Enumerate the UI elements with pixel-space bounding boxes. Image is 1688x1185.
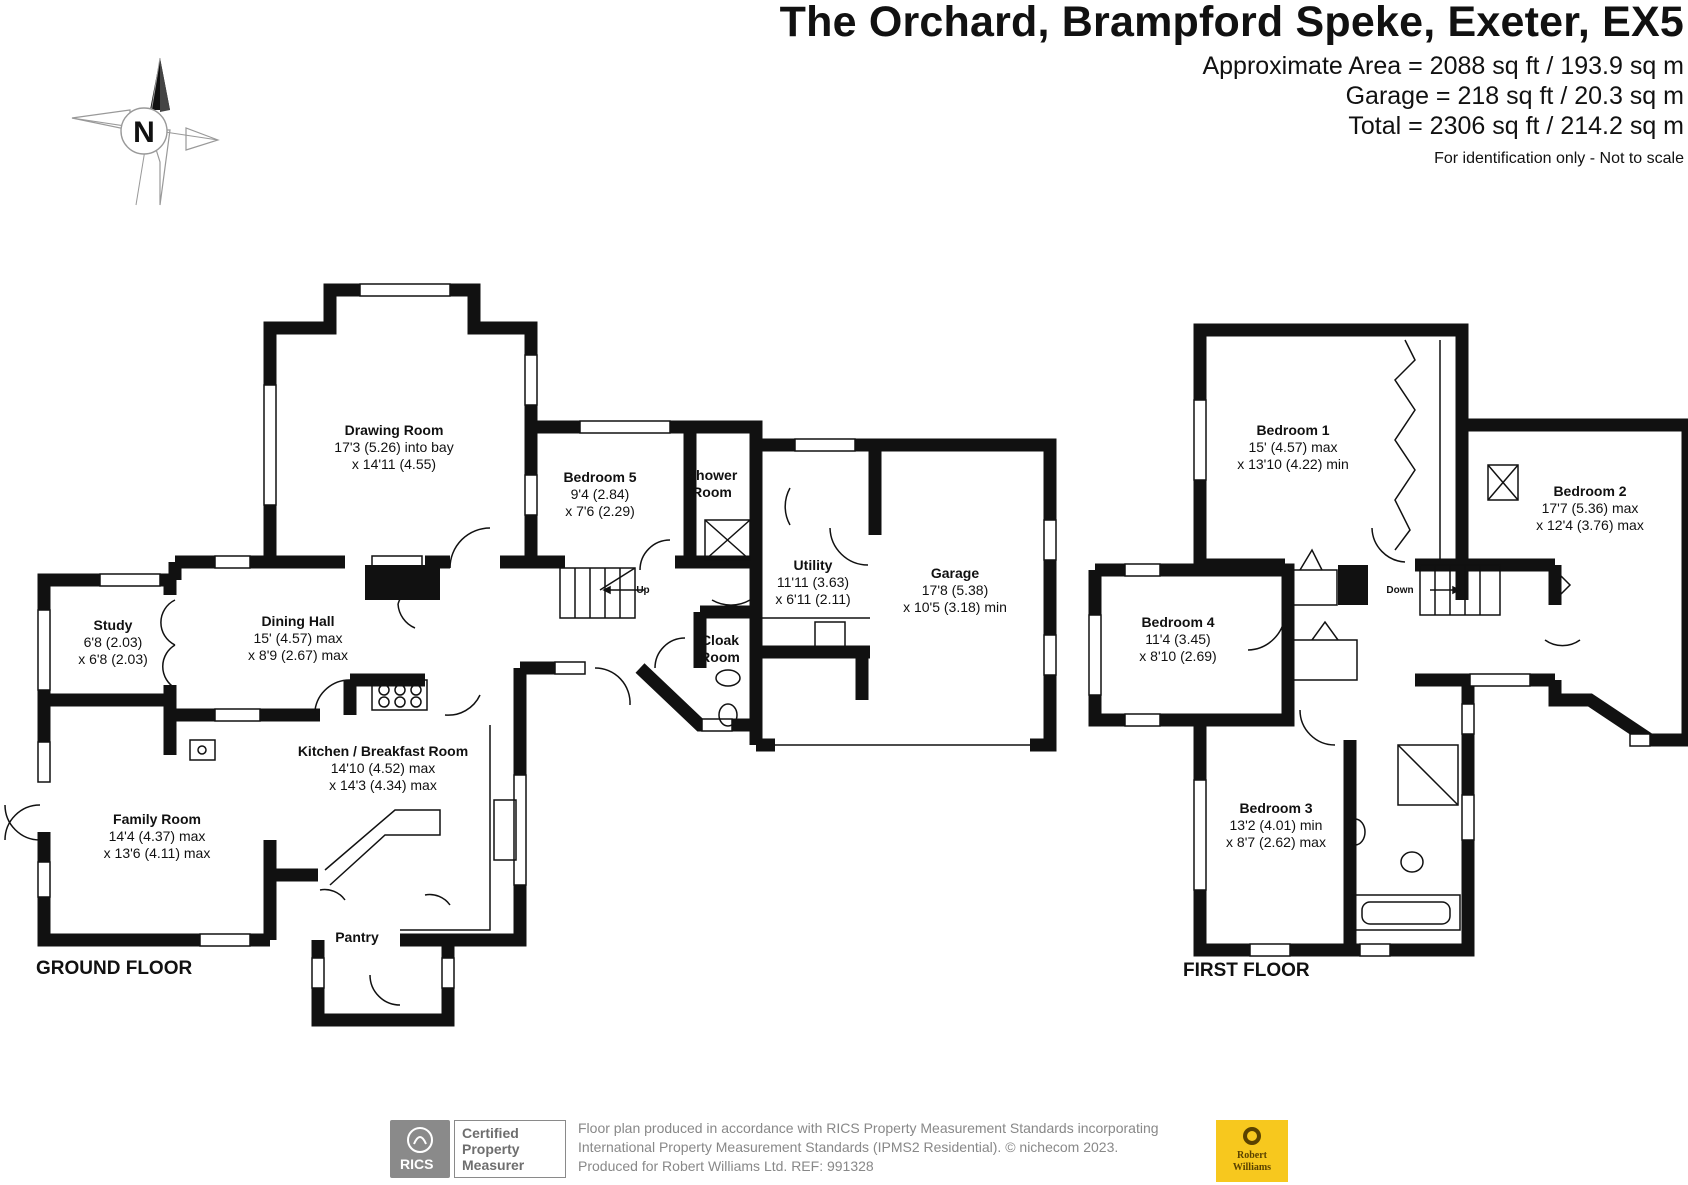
bedroom2-name: Bedroom 2 bbox=[1553, 483, 1626, 499]
footer-line-2: International Property Measurement Stand… bbox=[578, 1139, 1119, 1155]
agent-emblem-icon bbox=[1243, 1127, 1261, 1145]
garage-dim1: 17'8 (5.38) bbox=[922, 582, 989, 598]
bedroom2-dim2: x 12'4 (3.76) max bbox=[1536, 517, 1644, 533]
agent-logo-line2: Williams bbox=[1232, 1162, 1272, 1173]
first-floor-walls bbox=[1088, 323, 1688, 957]
total-area: Total = 2306 sq ft / 214.2 sq m bbox=[1348, 112, 1684, 140]
ground-floor-label: GROUND FLOOR bbox=[36, 958, 193, 979]
cloak-room-name1: Cloak bbox=[701, 632, 739, 648]
scale-disclaimer: For identification only - Not to scale bbox=[1434, 150, 1684, 167]
utility-name: Utility bbox=[794, 557, 833, 573]
bedroom4-name: Bedroom 4 bbox=[1141, 614, 1214, 630]
study-dim1: 6'8 (2.03) bbox=[84, 634, 143, 650]
shower-room-name2: Room bbox=[692, 484, 732, 500]
rics-logo: RICS bbox=[390, 1120, 450, 1178]
bedroom4-dim1: 11'4 (3.45) bbox=[1145, 631, 1210, 647]
page-title: The Orchard, Brampford Speke, Exeter, EX… bbox=[779, 0, 1684, 46]
family-room-name: Family Room bbox=[113, 811, 201, 827]
approximate-area: Approximate Area = 2088 sq ft / 193.9 sq… bbox=[1202, 52, 1684, 80]
dining-hall-dim1: 15' (4.57) max bbox=[253, 630, 342, 646]
dining-hall-dim2: x 8'9 (2.67) max bbox=[248, 647, 348, 663]
drawing-room-name: Drawing Room bbox=[345, 422, 444, 438]
certified-line1: Certified bbox=[462, 1125, 519, 1141]
bedroom4-dim2: x 8'10 (2.69) bbox=[1139, 648, 1216, 664]
drawing-room-dim1: 17'3 (5.26) into bay bbox=[334, 439, 453, 455]
compass-icon: N bbox=[71, 57, 220, 206]
certified-line3: Measurer bbox=[462, 1157, 525, 1173]
rics-logo-text: RICS bbox=[400, 1156, 434, 1172]
kitchen-dim1: 14'10 (4.52) max bbox=[331, 760, 436, 776]
ground-floor-details bbox=[4, 283, 1057, 1006]
shower-room-name1: Shower bbox=[687, 467, 738, 483]
rics-certified-badge: RICS Certified Property Measurer bbox=[390, 1120, 566, 1178]
rics-lion-icon bbox=[407, 1127, 433, 1153]
utility-dim1: 11'11 (3.63) bbox=[777, 574, 849, 590]
bedroom3-dim2: x 8'7 (2.62) max bbox=[1226, 834, 1326, 850]
study-dim2: x 6'8 (2.03) bbox=[78, 651, 148, 667]
footer-line-3: Produced for Robert Williams Ltd. REF: 9… bbox=[578, 1158, 874, 1174]
bedroom1-name: Bedroom 1 bbox=[1256, 422, 1329, 438]
kitchen-name: Kitchen / Breakfast Room bbox=[298, 743, 468, 759]
study-name: Study bbox=[94, 617, 133, 633]
bedroom3-dim1: 13'2 (4.01) min bbox=[1230, 817, 1323, 833]
garage-dim2: x 10'5 (3.18) min bbox=[903, 599, 1007, 615]
ground-floor-walls bbox=[37, 283, 1057, 1027]
bedroom5-dim2: x 7'6 (2.29) bbox=[565, 503, 635, 519]
certified-line2: Property bbox=[462, 1141, 520, 1157]
footer-line-1: Floor plan produced in accordance with R… bbox=[578, 1120, 1159, 1136]
chimney-block bbox=[1338, 565, 1368, 605]
first-floor-label: FIRST FLOOR bbox=[1183, 960, 1310, 981]
bedroom5-name: Bedroom 5 bbox=[563, 469, 636, 485]
dining-hall-name: Dining Hall bbox=[261, 613, 334, 629]
kitchen-dim2: x 14'3 (4.34) max bbox=[329, 777, 437, 793]
drawing-room-dim2: x 14'11 (4.55) bbox=[352, 456, 436, 472]
garage-name: Garage bbox=[931, 565, 979, 581]
cloak-room-name2: Room bbox=[700, 649, 740, 665]
family-room-dim2: x 13'6 (4.11) max bbox=[104, 845, 211, 861]
bedroom5-dim1: 9'4 (2.84) bbox=[571, 486, 630, 502]
fireplace-icon bbox=[365, 565, 440, 600]
agent-logo-line1: Robert bbox=[1237, 1150, 1267, 1161]
bedroom2-dim1: 17'7 (5.36) max bbox=[1542, 500, 1639, 516]
first-floor-details bbox=[1088, 339, 1651, 957]
stairs-down-label: Down bbox=[1386, 585, 1413, 596]
bedroom1-dim2: x 13'10 (4.22) min bbox=[1237, 456, 1349, 472]
family-room-dim1: 14'4 (4.37) max bbox=[109, 828, 206, 844]
compass-letter: N bbox=[133, 116, 155, 149]
robert-williams-logo: Robert Williams bbox=[1216, 1120, 1288, 1182]
pantry-name: Pantry bbox=[335, 929, 379, 945]
garage-area: Garage = 218 sq ft / 20.3 sq m bbox=[1345, 82, 1684, 110]
bedroom1-dim1: 15' (4.57) max bbox=[1248, 439, 1337, 455]
utility-dim2: x 6'11 (2.11) bbox=[775, 591, 850, 607]
stairs-up-label: Up bbox=[636, 585, 649, 596]
certified-measurer-box: Certified Property Measurer bbox=[454, 1120, 566, 1178]
bedroom3-name: Bedroom 3 bbox=[1239, 800, 1312, 816]
